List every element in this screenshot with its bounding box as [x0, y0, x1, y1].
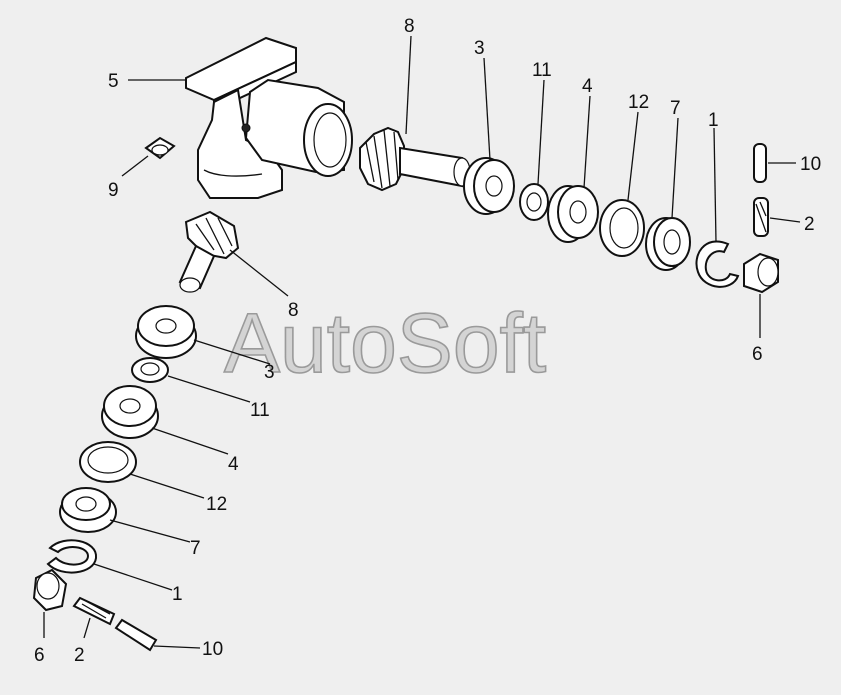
label-top-7: 7 — [670, 98, 681, 119]
label-bottom-8: 8 — [288, 300, 299, 321]
label-top-1: 1 — [708, 110, 719, 131]
label-bottom-10: 10 — [202, 639, 223, 660]
part-3-bearing-bottom — [135, 305, 197, 359]
label-top-11: 11 — [532, 60, 552, 81]
leader-top-11 — [537, 79, 545, 185]
label-bottom-1: 1 — [172, 584, 183, 605]
part-2-needle-roller-bottom — [72, 596, 116, 626]
label-bottom-4: 4 — [228, 454, 239, 475]
part-12-seal-bottom — [79, 441, 137, 483]
part-5-angle-housing — [185, 36, 353, 199]
label-top-12: 12 — [628, 92, 649, 113]
label-bottom-2: 2 — [74, 645, 85, 666]
part-6-bushing-bottom — [32, 568, 68, 612]
label-bottom-11: 11 — [250, 400, 270, 421]
label-bottom-3: 3 — [264, 362, 275, 383]
leader-top-9 — [121, 155, 149, 177]
leader-bottom-8 — [229, 249, 289, 297]
part-11-spacer-bottom — [131, 357, 169, 383]
label-top-5: 5 — [108, 71, 119, 92]
part-10-pin-bottom — [114, 618, 158, 652]
label-top-9: 9 — [108, 180, 119, 201]
part-6-bushing-top — [743, 252, 779, 294]
label-top-8: 8 — [404, 16, 415, 37]
watermark: AutoSoft — [224, 296, 546, 390]
leader-bottom-2 — [83, 617, 91, 639]
leader-top-3 — [483, 57, 491, 161]
leader-top-12 — [627, 111, 639, 201]
part-8-bevel-gear-shaft-bottom — [178, 210, 240, 293]
part-8-pinion-shaft-top — [359, 126, 471, 192]
label-top-6: 6 — [752, 344, 763, 365]
leader-bottom-11 — [167, 375, 251, 403]
part-3-bearing-top — [463, 157, 515, 215]
part-9-grease-fitting — [144, 136, 176, 160]
part-1-snap-ring-top — [695, 240, 740, 288]
part-1-snap-ring-bottom — [46, 539, 98, 574]
leader-bottom-7 — [109, 519, 191, 543]
label-top-3: 3 — [474, 38, 485, 59]
label-top-2: 2 — [804, 214, 815, 235]
label-top-10: 10 — [800, 154, 821, 175]
leader-bottom-4 — [151, 427, 229, 455]
leader-top-7 — [671, 117, 679, 219]
leader-top-2 — [769, 217, 801, 223]
part-7-cup-top — [645, 217, 691, 271]
leader-bottom-3 — [193, 339, 271, 365]
leader-bottom-10 — [153, 645, 201, 649]
leader-top-8 — [405, 35, 412, 135]
leader-top-4 — [583, 95, 591, 189]
part-10-pin-top — [753, 143, 767, 183]
part-12-seal-top — [599, 199, 645, 257]
label-bottom-12: 12 — [206, 494, 227, 515]
leader-bottom-12 — [129, 473, 205, 499]
label-top-4: 4 — [582, 76, 593, 97]
part-2-needle-roller-top — [753, 197, 769, 237]
label-bottom-6: 6 — [34, 645, 45, 666]
part-11-spacer-top — [519, 183, 549, 221]
leader-top-1 — [713, 127, 717, 243]
part-4-bearing-bottom — [101, 385, 159, 439]
leader-bottom-1 — [93, 563, 173, 591]
part-7-cup-bottom — [59, 487, 117, 533]
part-4-bearing-top — [547, 185, 599, 243]
label-bottom-7: 7 — [190, 538, 201, 559]
